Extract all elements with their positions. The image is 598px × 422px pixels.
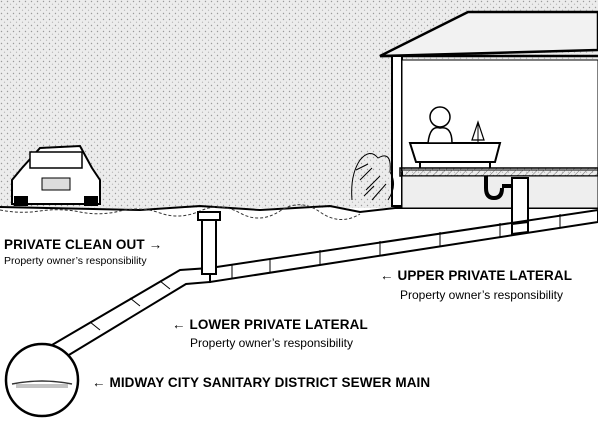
ground-texture <box>0 204 361 220</box>
clean-out-title: PRIVATE CLEAN OUT → <box>4 237 162 252</box>
house-connection <box>511 220 529 236</box>
left-arrow-icon: ← <box>380 268 394 283</box>
pipe-network <box>38 208 598 366</box>
house <box>379 10 598 209</box>
left-arrow-icon: ← <box>92 375 106 390</box>
upper-lateral-title: ← UPPER PRIVATE LATERAL <box>380 268 572 283</box>
right-arrow-icon: → <box>148 237 163 252</box>
drain-trap <box>484 176 529 225</box>
upper-lateral-subtitle: Property owner’s responsibility <box>400 288 563 302</box>
lower-lateral-pipe <box>38 266 211 366</box>
clean-out-subtitle: Property owner’s responsibility <box>4 255 147 267</box>
bathtub-icon <box>408 106 502 168</box>
upper-lateral-title-text: UPPER PRIVATE LATERAL <box>397 268 573 283</box>
shrub-icon <box>351 153 394 201</box>
ground-surface <box>0 204 598 214</box>
sewer-main-title: ← MIDWAY CITY SANITARY DISTRICT SEWER MA… <box>92 375 430 390</box>
lower-lateral-title-text: LOWER PRIVATE LATERAL <box>189 317 368 332</box>
sewer-main-title-text: MIDWAY CITY SANITARY DISTRICT SEWER MAIN <box>109 375 431 390</box>
left-arrow-icon: ← <box>172 317 186 332</box>
car-icon <box>11 144 101 206</box>
sewer-main-pipe <box>4 342 80 418</box>
clean-out-riser <box>201 215 217 275</box>
lower-lateral-title: ← LOWER PRIVATE LATERAL <box>172 317 368 332</box>
clean-out-title-text: PRIVATE CLEAN OUT <box>4 237 145 252</box>
lower-lateral-subtitle: Property owner’s responsibility <box>190 336 353 350</box>
